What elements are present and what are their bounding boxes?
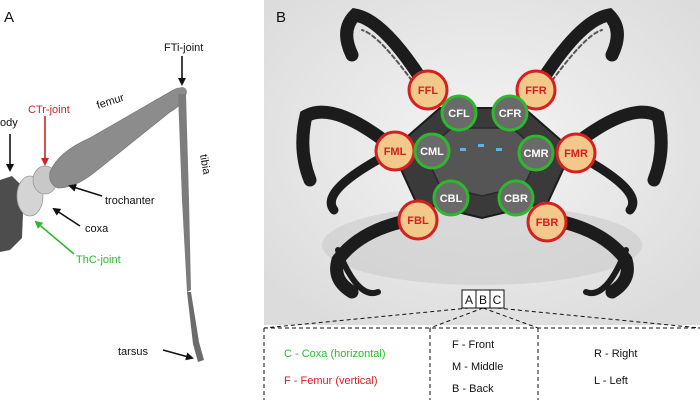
femur-joint-fmr: FMR: [555, 132, 597, 174]
leg-back-left: [330, 213, 417, 299]
coxa-joint-markers: CFL CFR CML CMR CBL CBR: [413, 94, 555, 217]
panel-b-letter: B: [276, 9, 286, 26]
femur-joint-fmr-label: FMR: [564, 148, 588, 160]
coxa-joint-cfr-label: CFR: [499, 108, 522, 120]
leg-middle-left: [296, 105, 403, 187]
code-box-b-text: B: [479, 293, 487, 307]
femur-joint-fbr-label: FBR: [536, 217, 559, 229]
coxa-joint-cfl: CFL: [440, 94, 478, 132]
femur-joint-fbl-circle: [397, 199, 439, 241]
legend-femur: F - Femur (vertical): [284, 375, 378, 387]
coxa-joint-cfr-circle: [491, 94, 529, 132]
trochanter-arrow: [68, 183, 103, 197]
coxa-joint-cml-circle: [413, 132, 451, 170]
legend-front: F - Front: [452, 339, 494, 351]
tarsus-arrow: [162, 349, 194, 361]
code-box-a-text: A: [465, 293, 473, 307]
code-boxes: A B C: [461, 289, 505, 309]
code-box-c-text: C: [493, 293, 502, 307]
coxa-joint-cbl: CBL: [432, 179, 470, 217]
leg-back-left-foot: [335, 247, 381, 297]
tarsus-segment: [187, 292, 204, 362]
legend-connectors: [263, 307, 700, 400]
connector-a: [263, 307, 470, 329]
label-tarsus: tarsus: [118, 346, 148, 358]
led: [478, 144, 484, 147]
coxa-joint-cmr: CMR: [517, 134, 555, 172]
femur-joint-fbr-circle: [526, 201, 568, 243]
coxa-joint-cmr-circle: [517, 134, 555, 172]
coxa-joint-cbl-circle: [432, 179, 470, 217]
coxa-joint-cbl-label: CBL: [440, 193, 463, 205]
coxa-joint-cml: CML: [413, 132, 451, 170]
femur-joint-fbl-label: FBL: [407, 215, 429, 227]
femur-joint-ffl: FFL: [407, 69, 449, 111]
legend-right: R - Right: [594, 348, 637, 360]
legend: C - Coxa (horizontal) F - Femur (vertica…: [284, 339, 637, 395]
femur-joint-fmr-circle: [555, 132, 597, 174]
leg-back-right: [547, 213, 634, 299]
femur-joint-ffr: FFR: [515, 69, 557, 111]
femur-joint-ffr-label: FFR: [525, 85, 546, 97]
femur-joint-fbr: FBR: [526, 201, 568, 243]
leg-front-right: [529, 8, 624, 97]
leg-back-right-foot: [583, 247, 629, 297]
panel-a-letter: A: [4, 9, 14, 26]
tibia-segment: [178, 94, 191, 292]
label-tibia: tibia: [197, 153, 212, 176]
coxa-joint-cmr-label: CMR: [523, 148, 548, 160]
femur-joint-fbl: FBL: [397, 199, 439, 241]
legend-middle: M - Middle: [452, 361, 503, 373]
legend-coxa: C - Coxa (horizontal): [284, 348, 385, 360]
coxa-joint-cbr: CBR: [497, 179, 535, 217]
thc-joint-arrow: [34, 220, 75, 255]
femur-joint-ffr-circle: [515, 69, 557, 111]
label-coxa: coxa: [85, 223, 109, 235]
leg-middle-right: [561, 105, 668, 187]
connector-b-right: [482, 307, 539, 329]
robot-leds: [460, 144, 502, 151]
label-thc-joint: ThC-joint: [76, 254, 121, 266]
femur-joint-fml-label: FML: [384, 146, 407, 158]
coxa-joint-cml-label: CML: [420, 146, 444, 158]
panel-b: B: [263, 0, 700, 400]
coxa-joint-cfl-circle: [440, 94, 478, 132]
label-trochanter: trochanter: [105, 195, 155, 207]
label-body: ody: [0, 117, 18, 129]
leg-front-left: [340, 8, 435, 97]
coxa-arrow: [52, 207, 81, 227]
coxa-joint-cbr-label: CBR: [504, 193, 528, 205]
legend-back: B - Back: [452, 383, 494, 395]
led: [496, 148, 502, 151]
coxa-joint-cbr-circle: [497, 179, 535, 217]
legend-left: L - Left: [594, 375, 628, 387]
femur-joint-fml: FML: [374, 130, 416, 172]
led: [460, 148, 466, 151]
connector-b-left: [429, 307, 484, 329]
coxa-joint-cfr: CFR: [491, 94, 529, 132]
label-fti-joint: FTi-joint: [164, 42, 203, 54]
coxa-joint-cfl-label: CFL: [448, 108, 470, 120]
femur-joint-ffl-label: FFL: [418, 85, 438, 97]
femur-joint-markers: FFL FFR FML FMR FBL FBR: [374, 69, 597, 243]
femur-joint-ffl-circle: [407, 69, 449, 111]
label-femur: femur: [95, 92, 126, 112]
panel-a: A ody CTr-joint femur FTi-joint tibia tr…: [0, 9, 213, 362]
connector-c: [496, 307, 700, 329]
label-ctr-joint: CTr-joint: [28, 104, 70, 116]
